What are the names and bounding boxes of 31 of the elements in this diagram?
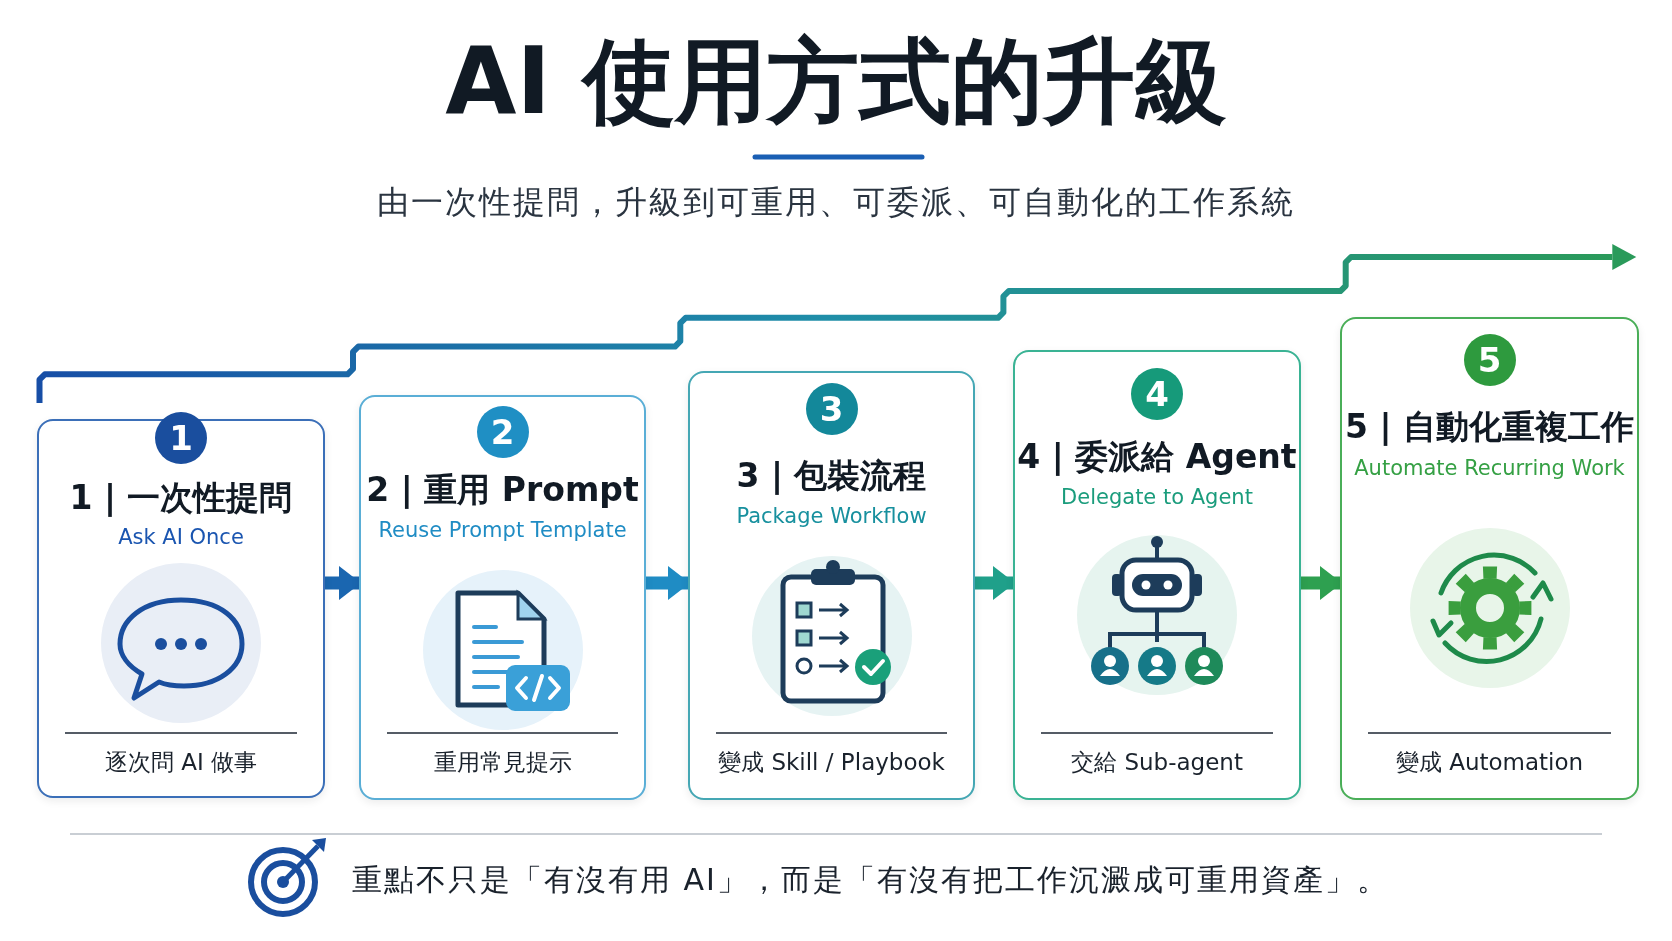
- step-heading: 3 | 包裝流程: [735, 454, 928, 497]
- number-badge: 5: [1463, 334, 1516, 386]
- step-result: 變成 Skill / Playbook: [717, 748, 946, 778]
- step-subtitle: Ask AI Once: [117, 524, 245, 552]
- key-message: 重點不只是「有沒有用 AI」，而是「有沒有把工作沉澱成可重用資產」。: [352, 861, 1389, 899]
- step-result: 逐次問 AI 做事: [103, 748, 259, 778]
- step-heading: 5 | 自動化重複工作: [1344, 405, 1635, 448]
- step-result: 變成 Automation: [1394, 748, 1585, 778]
- step-subtitle: Automate Recurring Work: [1353, 455, 1626, 483]
- step-card: [688, 371, 975, 800]
- step-heading: 4 | 委派給 Agent: [1016, 435, 1298, 478]
- number-badge: 2: [476, 406, 529, 458]
- arrow: [1301, 566, 1342, 600]
- number-badge: 4: [1131, 368, 1183, 420]
- arrow: [646, 566, 690, 600]
- step-result: 交給 Sub-agent: [1070, 748, 1244, 778]
- step-subtitle: Reuse Prompt Template: [377, 517, 628, 545]
- number-badge: 1: [155, 412, 207, 464]
- step-subtitle: Delegate to Agent: [1060, 484, 1254, 512]
- step-heading: 1 | 一次性提問: [68, 476, 294, 519]
- step-subtitle: Package Workflow: [735, 503, 928, 531]
- step-result: 重用常見提示: [432, 748, 573, 778]
- arrow: [975, 566, 1015, 600]
- subtitle: 由一次性提問，升級到可重用、可委派、可自動化的工作系統: [376, 182, 1296, 223]
- arrow: [325, 566, 361, 600]
- number-badge: 3: [805, 383, 858, 435]
- step-heading: 2 | 重用 Prompt: [365, 468, 640, 511]
- title: AI 使用方式的升級: [444, 27, 1228, 137]
- step-card: [1013, 350, 1301, 800]
- step-card: [359, 395, 646, 800]
- step-card: [1340, 317, 1639, 800]
